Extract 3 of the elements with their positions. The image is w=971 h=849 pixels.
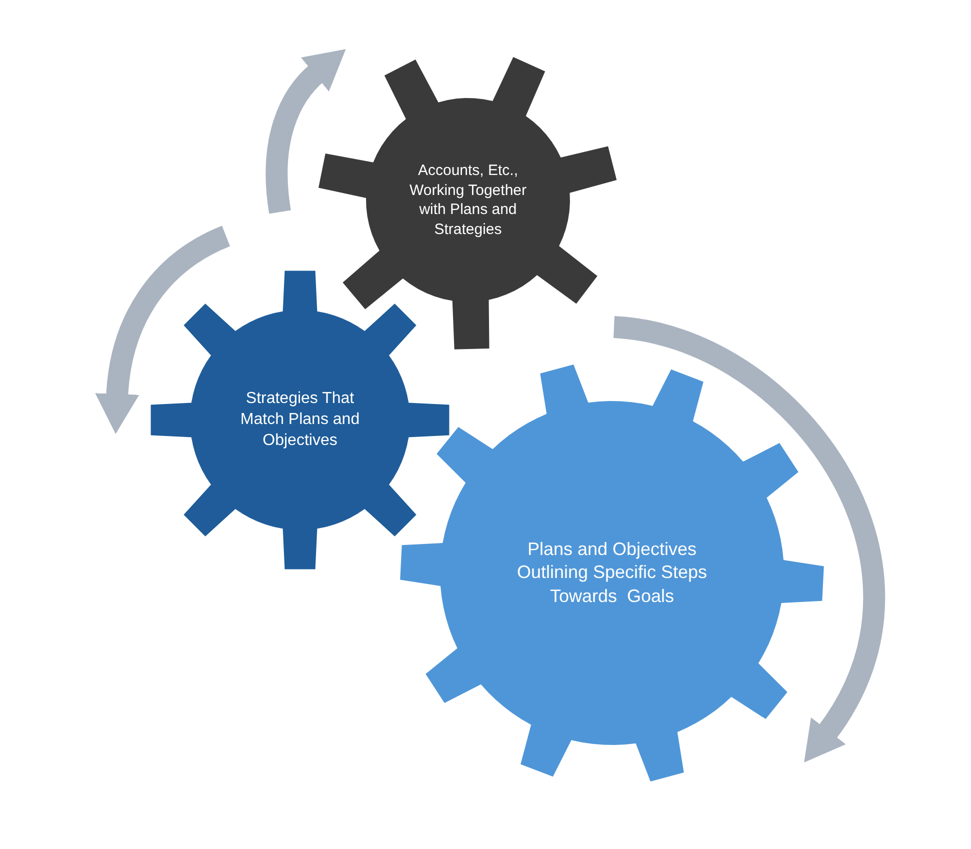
gear-label: Plans and Objectives Outlining Specific Steps Towards Goals (516, 538, 708, 608)
gear-label: Strategies That Match Plans and Objectives (239, 389, 361, 451)
gear-label: Accounts, Etc., Working Together with Plans and Strategies (408, 161, 528, 239)
